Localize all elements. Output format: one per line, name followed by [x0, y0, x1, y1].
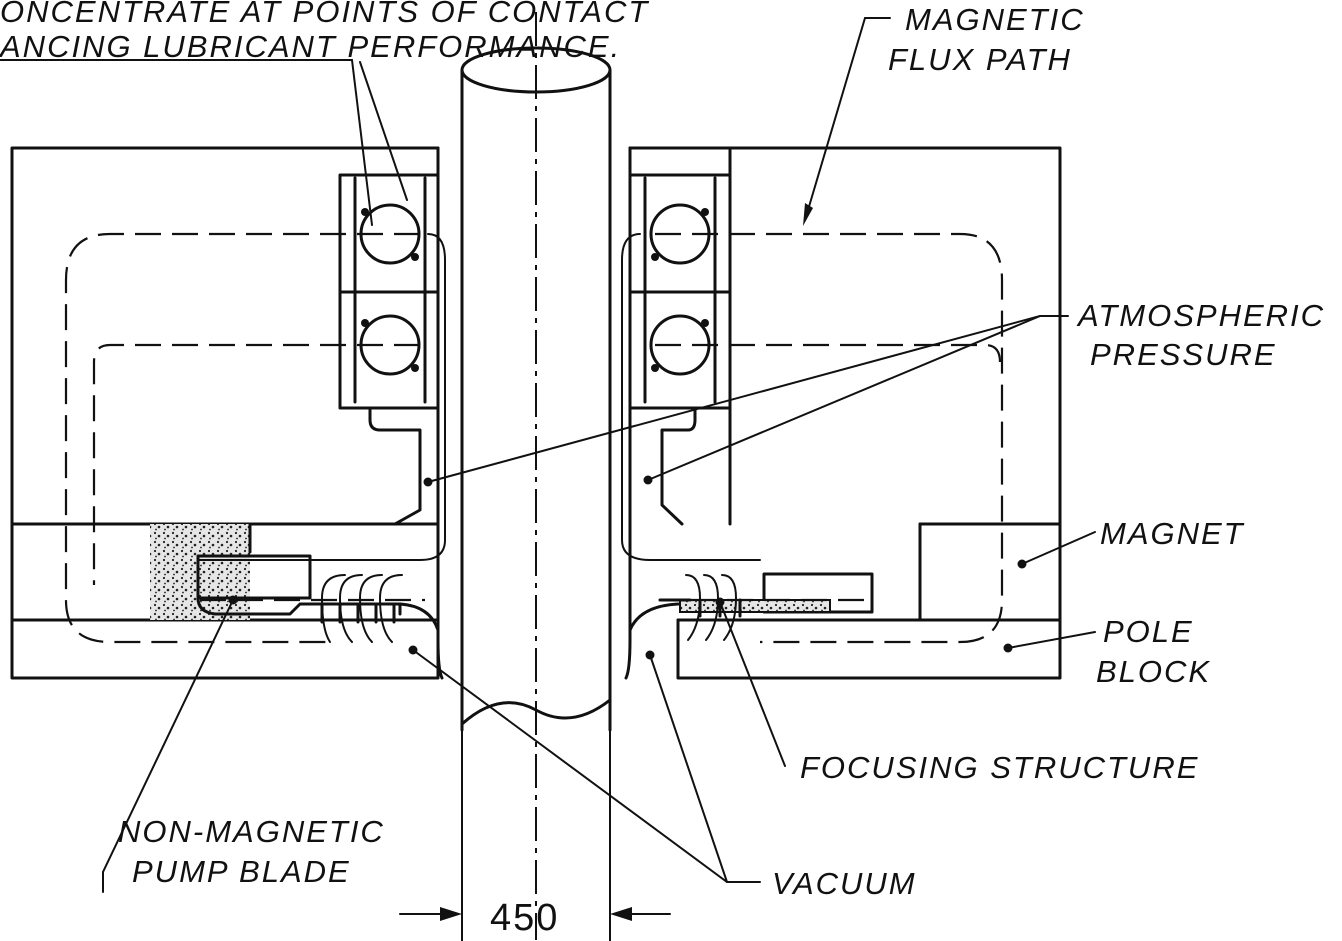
magnetic-flux-label-line2: FLUX PATH	[888, 42, 1072, 77]
dimension-marker	[399, 907, 671, 921]
magnetic-flux-label-line1: MAGNETIC	[905, 2, 1085, 37]
leader-top-note-b	[359, 61, 408, 201]
shaft	[460, 12, 612, 941]
leader-magnet	[1021, 531, 1096, 565]
leader-focusing	[719, 601, 786, 767]
focusing-structure-label: FOCUSING STRUCTURE	[800, 750, 1199, 785]
left-bearing-housing	[338, 173, 440, 526]
dimension-label: 450	[490, 897, 559, 939]
leader-pump-blade	[102, 599, 234, 893]
vacuum-label: VACUUM	[772, 866, 917, 901]
leader-atmospheric-b	[647, 315, 1041, 481]
leader-magnetic-flux	[807, 17, 891, 211]
shaft-gap	[398, 146, 680, 680]
right-pump-blade	[658, 572, 874, 618]
top-note-line1: ONCENTRATE AT POINTS OF CONTACT	[0, 0, 649, 29]
pump-blade-label-line2: PUMP BLADE	[132, 854, 351, 889]
atmospheric-label-line1: ATMOSPHERIC	[1076, 298, 1325, 333]
pole-block-label-line1: POLE	[1103, 614, 1194, 649]
pole-block-label-line2: BLOCK	[1096, 654, 1211, 689]
leader-pole-block	[1007, 631, 1096, 649]
flux-paths	[64, 232, 1004, 644]
pump-blade-label-line1: NON-MAGNETIC	[118, 814, 385, 849]
top-note-line2: ANCING LUBRICANT PERFORMANCE.	[0, 29, 621, 64]
atmospheric-label-line2: PRESSURE	[1090, 337, 1277, 372]
magnet-label: MAGNET	[1100, 516, 1245, 551]
leader-vacuum-b	[649, 654, 728, 883]
leader-lines	[0, 17, 1096, 893]
leader-top-note-a	[0, 59, 373, 226]
